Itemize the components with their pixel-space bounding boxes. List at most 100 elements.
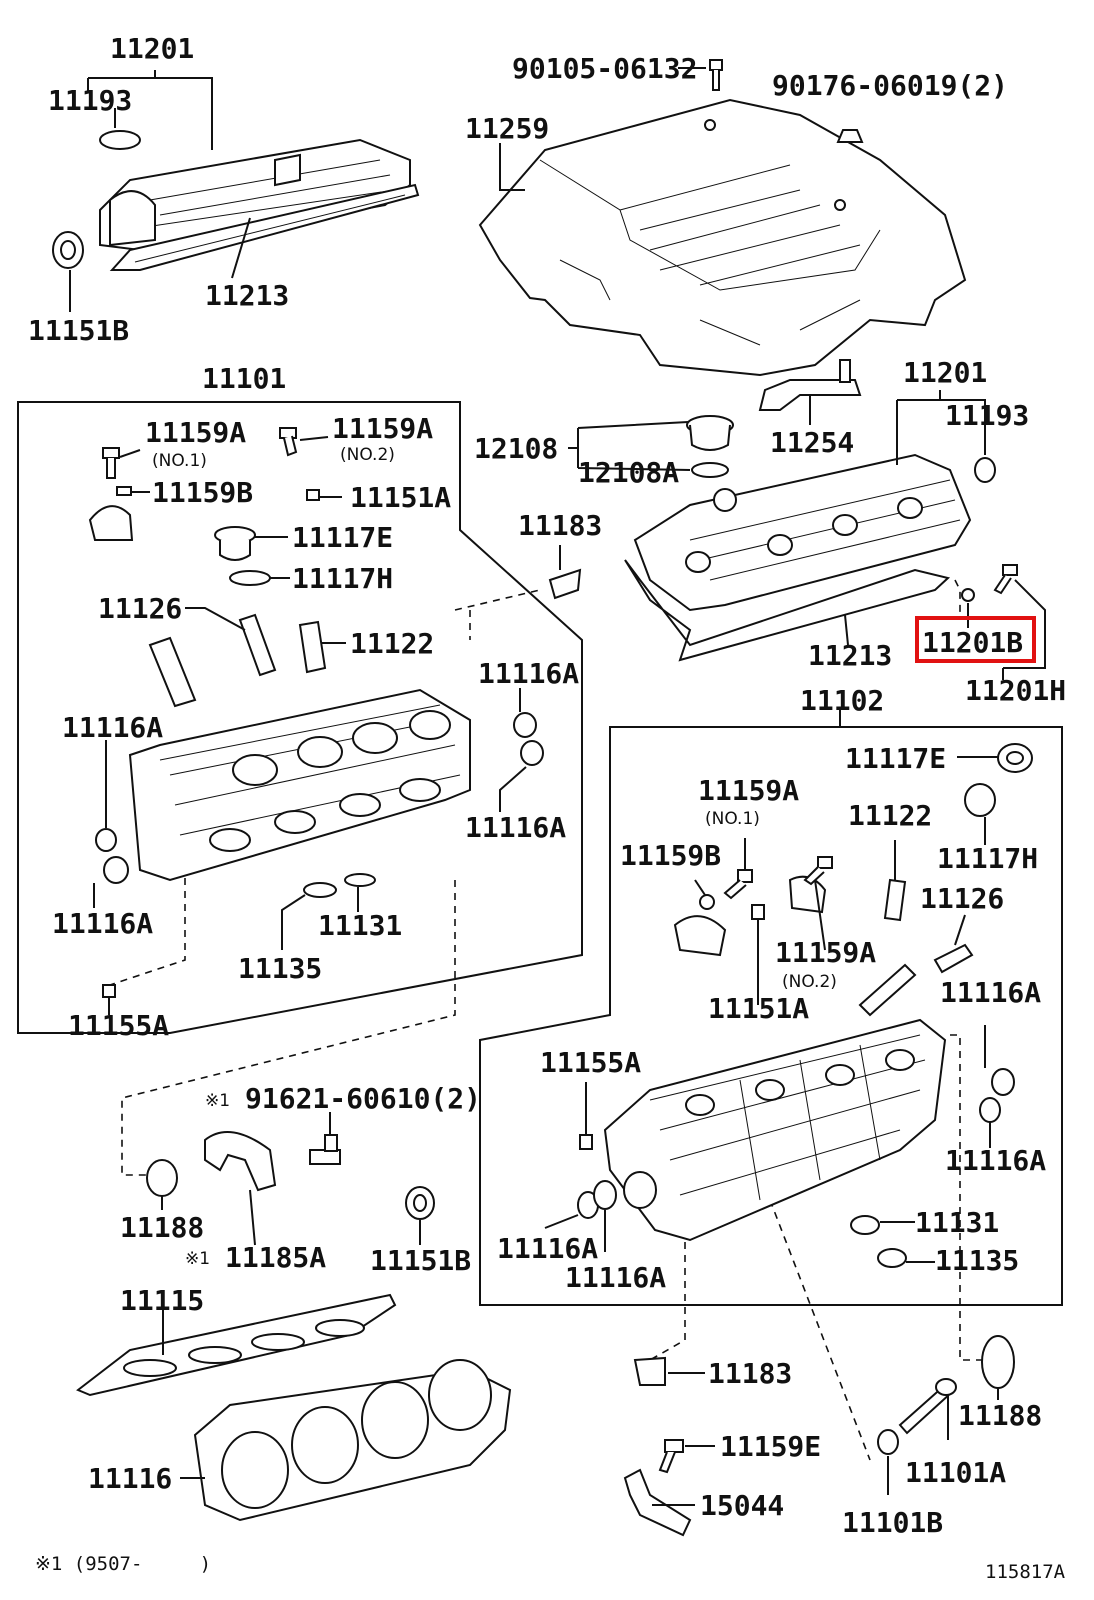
leader [694,879,706,896]
leader [814,879,826,951]
guide-11126-left-b [238,613,277,677]
label-11259: 11259 [465,112,549,145]
label-11185a: 11185A [225,1241,326,1274]
label-11122-left: 11122 [350,627,434,660]
bolt-no2-right [803,856,833,886]
leader [249,1189,256,1246]
engine-cover-bolt [709,59,723,91]
dash-guide [954,579,961,615]
leader [119,449,141,458]
leader [87,70,213,150]
plug-11116a-left-b [103,856,129,884]
label-15044: 15044 [700,1489,784,1522]
label-11131-right: 11131 [915,1206,999,1239]
washer-11159b-right [699,894,715,910]
label-11193-right: 11193 [945,399,1029,432]
plug-11188-right [981,1335,1015,1389]
label-11102: 11102 [800,684,884,717]
washer-11131-left [344,873,376,887]
label-11201h: 11201H [965,674,1066,707]
guide-11126-left [148,636,197,708]
grommet-11201b [961,588,975,602]
label-91621-60610: 91621-60610(2) [245,1082,481,1115]
oil-cap-gasket [691,462,729,478]
ring-11117h-right [964,783,996,817]
label-11116a-left-3: 11116A [465,811,566,844]
label-11159b-right: 11159B [620,839,721,872]
label-11159a-no1-left: 11159A [145,416,246,449]
label-11201b: 11201B [922,626,1023,659]
leader [281,894,306,950]
guide-long-right [858,963,917,1017]
right-head-group-box [479,726,1063,1306]
label-11193-top-left: 11193 [48,84,132,117]
label-11116: 11116 [88,1462,172,1495]
label-11116a-left-2: 11116A [478,657,579,690]
label-12108: 12108 [474,432,558,465]
bolt-11201h [993,564,1018,595]
bolt-no2-left [279,427,298,457]
leader [896,390,986,465]
label-11159e: 11159E [720,1430,821,1463]
label-11188-right: 11188 [958,1399,1042,1432]
label-11116a-left-1: 11116A [62,711,163,744]
pin-11151a-left [306,489,320,501]
label-11159a-no2-left: 11159A [332,412,433,445]
bolt-11159e [658,1439,684,1474]
washer-11131-right [850,1215,880,1235]
label-11188-left: 11188 [120,1211,204,1244]
bracket-15044 [623,1468,692,1537]
plug-11116a-right-a [513,712,537,738]
oil-seal-11151b-bottom [405,1186,435,1220]
oil-filler-cap [686,415,734,451]
leader [499,143,525,191]
highlight-box-11201b [915,616,1036,663]
valve-cover-gasket-right [624,559,951,662]
pin-11155a-left [102,984,116,998]
oil-seal-left [52,231,84,269]
mark-1-91621: ※1 [205,1091,230,1111]
footer-note: ※1 (9507- ) [35,1553,211,1575]
valve-cover-left [99,138,411,252]
dash-guide [769,1199,871,1461]
label-11117e-right: 11117E [845,742,946,775]
plug-11116a-r1 [991,1068,1015,1096]
washer-11159b-left [116,486,132,496]
label-11116a-right-3: 11116A [497,1232,598,1265]
label-11151a-right: 11151A [708,992,809,1025]
oil-seal-small [99,130,141,150]
washer-11101b [877,1429,899,1455]
label-12108a: 12108A [578,456,679,489]
cylinder-head-left [128,688,471,882]
label-11131-left: 11131 [318,909,402,942]
label-11159a-no1-right: 11159A [698,774,799,807]
dash-guide [649,1190,686,1361]
sublabel-no1-left: (NO.1) [152,451,207,471]
ring-11117h-left [229,570,271,586]
label-11116a-right-1: 11116A [940,976,1041,1009]
label-11159a-no2-right: 11159A [775,936,876,969]
leader [231,217,251,279]
leader [954,914,966,946]
cam-cap-left [88,505,134,541]
sublabel-no2-right: (NO.2) [782,972,837,992]
label-11117h-right: 11117H [937,842,1038,875]
seal-11193-right [974,457,996,483]
label-11155a-left: 11155A [68,1009,169,1042]
label-11101a: 11101A [905,1456,1006,1489]
label-11183-left: 11183 [518,509,602,542]
label-90105-06132: 90105-06132 [512,52,697,85]
guide-11126-right [933,943,974,974]
head-bolt-11101a [898,1378,957,1435]
plug-11183-left [548,568,582,600]
gasket-11115 [76,1293,397,1397]
sublabel-no1-right: (NO.1) [705,809,760,829]
cover-nut [836,129,864,143]
label-11213-right: 11213 [808,639,892,672]
bolt-91621 [309,1134,341,1165]
leader [568,421,691,471]
label-11117e-left: 11117E [292,521,393,554]
plug-11116a-left-a [95,828,117,852]
leader [299,436,329,441]
